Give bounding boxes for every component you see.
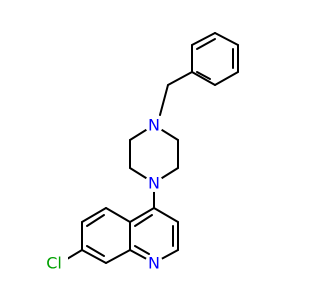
atom-n-ring: N: [145, 254, 163, 273]
aromatic-inner-bond: [196, 38, 216, 50]
atom-label-n-bottom: N: [148, 174, 160, 193]
aromatic-inner-bond: [86, 214, 105, 227]
quinoline-ring: [81, 207, 179, 264]
molecule-structure: N N N Cl: [40, 32, 239, 273]
aromatic-inner-bond: [134, 214, 153, 227]
bond: [81, 249, 107, 264]
bond: [105, 207, 131, 223]
aromatic-inner-bond: [86, 245, 105, 257]
bond: [191, 71, 216, 86]
ch2-to-n-bond: [159, 84, 169, 116]
benzyl-ring-to-ch2-bond: [167, 71, 193, 86]
atom-label-cl: Cl: [46, 254, 62, 273]
atom-label-n-ring: N: [148, 254, 160, 273]
atom-n-top: N: [145, 116, 163, 135]
bond: [129, 207, 155, 223]
aromatic-inner-bond: [134, 245, 150, 255]
bond: [105, 249, 131, 264]
bond: [81, 207, 107, 223]
atom-n-bottom: N: [145, 174, 163, 193]
bond: [214, 32, 239, 46]
aromatic-inner-bond: [196, 71, 211, 80]
bond: [214, 71, 239, 86]
bond: [153, 207, 179, 223]
atom-label-n-top: N: [148, 116, 160, 135]
atom-cl: Cl: [40, 254, 68, 273]
bond: [191, 32, 216, 46]
benzyl-phenyl-ring: [191, 32, 239, 86]
